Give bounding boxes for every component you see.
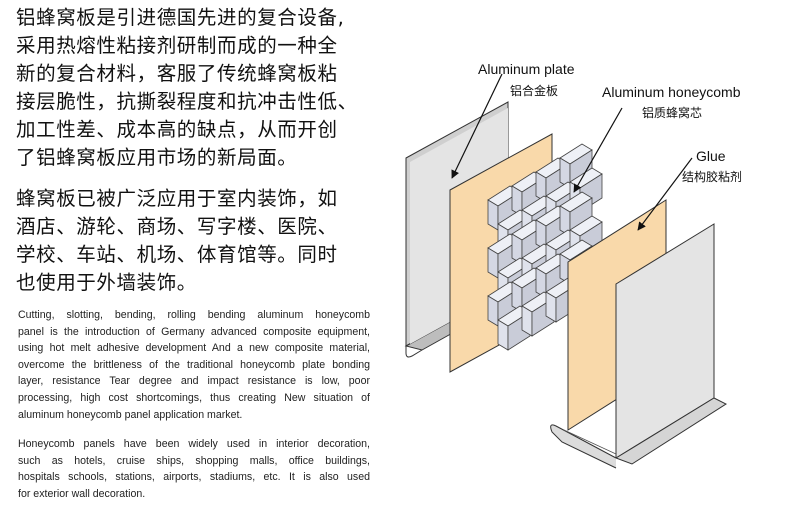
honeycomb-panel-exploded-diagram: Aluminum plate 铝合金板 Aluminum honeycomb 铝… (404, 61, 742, 469)
label-glue-en: Glue (696, 148, 726, 164)
paragraph-line: using hot melt adhesive development And … (18, 342, 370, 355)
paragraph-line: 接层脆性，抗撕裂程度和抗冲击性低、 (16, 90, 358, 113)
paragraph-line: 铝蜂窝板是引进德国先进的复合设备, (16, 6, 345, 29)
paragraph-line: hospitals schools, stations, airports, s… (18, 471, 370, 484)
paragraph-line: 了铝蜂窝板应用市场的新局面。 (16, 146, 298, 169)
paragraph-line: 新的复合材料，客服了传统蜂窝板粘 (16, 62, 338, 85)
label-aluminum-plate-cn: 铝合金板 (510, 83, 558, 98)
paragraph-line: 酒店、游轮、商场、写字楼、医院、 (16, 215, 338, 238)
paragraph-line: 采用热熔性粘接剂研制而成的一种全 (16, 34, 338, 57)
front-aluminum-plate (550, 223, 728, 469)
paragraph-line: processing, high cost shortcomings, thus… (18, 391, 370, 404)
paragraph-line: Honeycomb panels have been widely used i… (18, 438, 370, 450)
label-aluminum-honeycomb-en: Aluminum honeycomb (602, 84, 741, 100)
plate-pointer-arrow (451, 73, 503, 179)
glue-pointer-arrow (637, 157, 693, 231)
paragraph-line: aluminum honeycomb panel application mar… (18, 408, 243, 421)
paragraph-line: for exterior wall decoration. (18, 487, 146, 500)
paragraph-line: 也使用于外墙装饰。 (16, 271, 197, 294)
paragraph-line: overcome the brittleness of the traditio… (18, 358, 370, 371)
paragraph-line: layer, resistance Tear degree and impact… (18, 375, 370, 388)
chinese-usage-paragraph: 蜂窝板已被广泛应用于室内装饰，如酒店、游轮、商场、写字楼、医院、学校、车站、机场… (16, 185, 376, 297)
label-glue-cn: 结构胶粘剂 (682, 169, 742, 184)
paragraph-line: 加工性差、成本高的缺点，从而开创 (16, 118, 338, 141)
chinese-intro-paragraph: 铝蜂窝板是引进德国先进的复合设备, 采用热熔性粘接剂研制而成的一种全新的复合材料，… (16, 4, 376, 172)
paragraph-line: 蜂窝板已被广泛应用于室内装饰，如 (16, 187, 338, 210)
english-usage-paragraph: Honeycomb panels have been widely used i… (18, 436, 370, 502)
english-intro-paragraph: Cutting, slotting, bending, rolling bend… (18, 307, 370, 423)
label-aluminum-honeycomb-cn: 铝质蜂窝芯 (642, 105, 702, 120)
paragraph-line: panel is the introduction of Germany adv… (18, 325, 370, 338)
honeycomb-pointer-arrow (573, 107, 623, 193)
label-aluminum-plate-en: Aluminum plate (478, 61, 575, 77)
paragraph-line: such as hotels, cruise ships, shopping m… (18, 454, 370, 467)
paragraph-line: 学校、车站、机场、体育馆等。同时 (16, 243, 338, 266)
paragraph-line: Cutting, slotting, bending, rolling bend… (18, 309, 370, 321)
